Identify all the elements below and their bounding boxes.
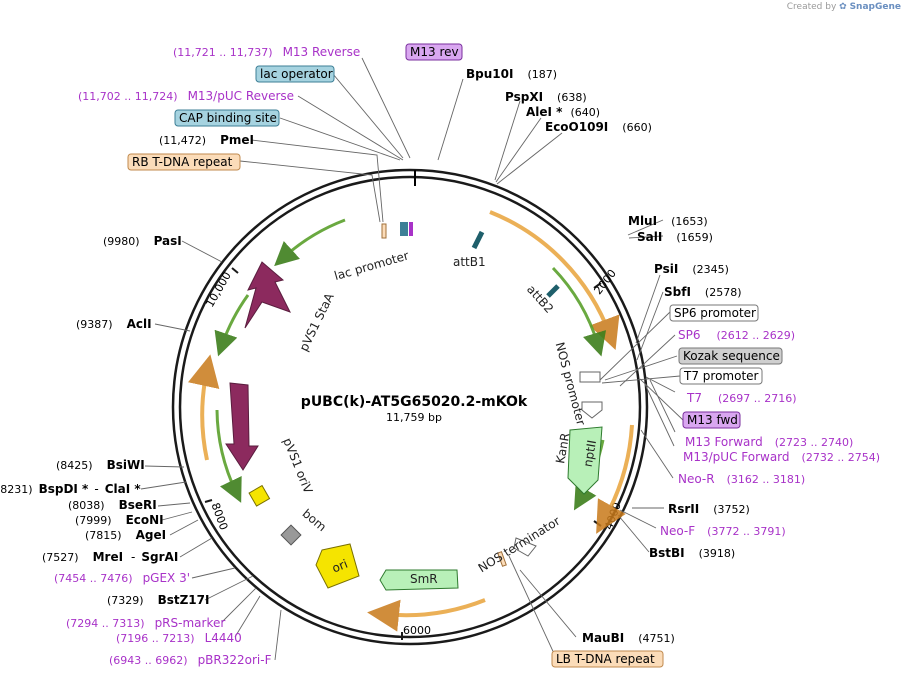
box-m13-fwd <box>682 411 741 429</box>
enzyme-alei: AleI *(640) <box>526 105 600 119</box>
primer-l4440: (7196 .. 7213)L4440 <box>116 631 242 645</box>
box-m13-rev <box>405 43 463 61</box>
tick-label-8000: 8000 <box>209 501 231 532</box>
enzyme-bspdi-clai: (8231)BspDI *-ClaI * <box>0 482 141 496</box>
primer-prs-marker: (7294 .. 7313)pRS-marker <box>66 616 225 630</box>
backbone-inner <box>178 175 642 639</box>
box-kozak-sequence <box>678 347 783 365</box>
primer-m13puc-reverse: (11,702 .. 11,724)M13/pUC Reverse <box>78 89 294 103</box>
primer-m13-reverse: (11,721 .. 11,737)M13 Reverse <box>173 45 360 59</box>
primer-neo-f: Neo-F(3772 .. 3791) <box>660 524 786 538</box>
box-lb-tdna-repeat-label: LB T-DNA repeat <box>556 652 655 666</box>
feature-label-pvs1-staa: pVS1 StaA <box>297 290 337 353</box>
credit-prefix: Created by <box>786 2 837 12</box>
enzyme-bsiwi: (8425)BsiWI <box>56 458 145 472</box>
enzyme-psii: PsiI(2345) <box>654 262 729 276</box>
lb-repeat-mark <box>497 551 507 567</box>
orange-arcs <box>188 210 634 632</box>
attb1-mark <box>471 230 485 250</box>
enzyme-pasi: (9980)PasI <box>103 234 182 248</box>
snapgene-credit: Created by ✿ SnapGene <box>787 2 901 12</box>
box-cap-binding-site <box>174 109 280 127</box>
primer-neo-r: Neo-R(3162 .. 3181) <box>678 472 805 486</box>
feature-label-attb1: attB1 <box>453 255 486 269</box>
enzyme-sali: SalI(1659) <box>637 230 713 244</box>
primer-m13puc-forward: M13/pUC Forward(2732 .. 2754) <box>683 450 880 464</box>
enzyme-econi: (7999)EcoNI <box>75 513 164 527</box>
box-rb-tdna-repeat-label: RB T-DNA repeat <box>132 155 233 169</box>
pvs1-oriv-box <box>248 484 271 507</box>
box-lac-operator <box>255 65 335 83</box>
enzyme-maubi: MauBI(4751) <box>582 631 675 645</box>
box-t7-promoter <box>679 367 763 385</box>
primer-t7: T7(2697 .. 2716) <box>686 391 797 405</box>
feature-label-pvs1-repa: pVS1 RepA <box>270 413 289 481</box>
plasmid-name: pUBC(k)-AT5G65020.2-mKOk <box>301 394 528 410</box>
box-sp6-promoter-label: SP6 promoter <box>674 306 756 320</box>
snapgene-logo-icon: ✿ <box>839 2 847 12</box>
primer-pgex3: (7454 .. 7476)pGEX 3' <box>54 571 190 585</box>
feature-label-nptii: nptII <box>581 439 599 468</box>
box-rb-tdna-repeat <box>127 153 241 171</box>
enzyme-pmei: (11,472)PmeI <box>159 133 254 147</box>
feature-label-nos-promoter: NOS promoter <box>553 341 589 427</box>
enzyme-mrei-sgrai: (7527)MreI-SgrAI <box>42 550 178 564</box>
feature-label-lac-promoter: lac promoter <box>333 248 411 283</box>
enzyme-bstbi: BstBI(3918) <box>649 546 735 560</box>
lac-promoter-mark <box>381 223 387 239</box>
ori-arrow <box>315 543 360 589</box>
box-cap-binding-site-label: CAP binding site <box>179 111 277 125</box>
tick-label-6000: 6000 <box>403 624 431 637</box>
smr-arrow <box>379 569 459 591</box>
pvs1-staa-arrow <box>244 261 292 329</box>
credit-brand: SnapGene <box>849 2 901 12</box>
enzyme-pspxi: PspXI(638) <box>505 90 587 104</box>
tick-label-10000: 10,000 <box>203 270 234 310</box>
bom-box <box>280 524 302 546</box>
box-m13-rev-label: M13 rev <box>410 45 459 59</box>
backbone-outer <box>171 168 649 646</box>
enzyme-bpu10i: Bpu10I(187) <box>466 67 557 81</box>
attb2-mark <box>546 284 560 298</box>
primer-sp6: SP6(2612 .. 2629) <box>678 328 795 342</box>
enzyme-mlui: MluI(1653) <box>628 214 708 228</box>
enzyme-sbfi: SbfI(2578) <box>664 285 742 299</box>
feature-label-nos-terminator: NOS terminator <box>476 514 563 576</box>
feature-label-attb2: attB2 <box>524 282 556 316</box>
primer-pbr322ori-f: (6943 .. 6962)pBR322ori-F <box>109 653 272 667</box>
feature-shapes <box>225 222 603 591</box>
lac-operator-mark <box>400 222 408 236</box>
box-sp6-promoter <box>669 304 759 322</box>
feature-label-kanr: KanR <box>553 432 572 465</box>
box-lb-tdna-repeat <box>551 650 664 668</box>
nos-promoter-arrow <box>581 401 603 419</box>
enzyme-ecoo109i: EcoO109I(660) <box>545 120 652 134</box>
feature-label-bom: bom <box>300 506 329 534</box>
pvs1-repa-arrow <box>225 382 259 471</box>
enzyme-rsrii: RsrII(3752) <box>668 502 750 516</box>
box-m13-fwd-label: M13 fwd <box>687 413 738 427</box>
enzyme-bseri: (8038)BseRI <box>68 498 157 512</box>
connector-lines <box>140 57 684 661</box>
primer-m13-forward: M13 Forward(2723 .. 2740) <box>685 435 853 449</box>
box-t7-promoter-label: T7 promoter <box>683 369 759 383</box>
m13-rev-mark <box>409 222 413 236</box>
box-kozak-sequence-label: Kozak sequence <box>683 349 780 363</box>
feature-label-ori: ori <box>330 557 350 576</box>
nptii-arrow <box>567 426 603 495</box>
feature-label-smr: SmR <box>410 572 438 586</box>
mcs-cluster-mark <box>579 371 601 383</box>
box-lac-operator-label: lac operator <box>260 67 333 81</box>
enzyme-acli: (9387)AclI <box>76 317 152 331</box>
nos-terminator-arrow <box>513 537 537 557</box>
enzyme-agei: (7815)AgeI <box>85 528 166 542</box>
enzyme-bstz17i: (7329)BstZ17I <box>107 593 209 607</box>
plasmid-length: 11,759 bp <box>386 411 442 424</box>
